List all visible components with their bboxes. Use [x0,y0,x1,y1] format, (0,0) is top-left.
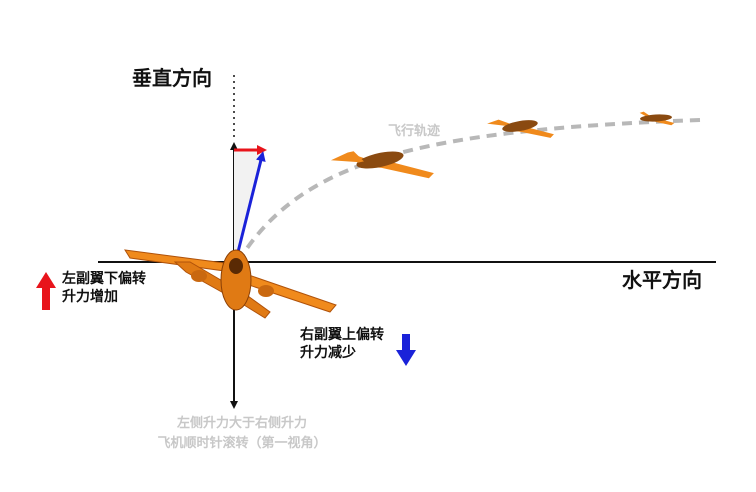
right-wing-line1: 右副翼上偏转 [300,326,384,344]
caption: 左侧升力大于右侧升力 飞机顺时针滚转（第一视角） [122,414,362,454]
vertical-axis-label: 垂直方向 [132,62,212,91]
right-wing-line2: 升力减少 [300,344,384,362]
left-wing-line2: 升力增加 [62,288,146,306]
lift-decrease-arrow [396,334,416,366]
caption-line2: 飞机顺时针滚转（第一视角） [122,434,362,454]
caption-line1: 左侧升力大于右侧升力 [122,414,362,434]
flight-trajectory [238,120,700,262]
main-airplane [125,250,336,318]
horizontal-axis-label: 水平方向 [622,264,702,293]
left-wing-note: 左副翼下偏转 升力增加 [62,270,146,306]
trajectory-airplane-1 [330,136,435,197]
lift-increase-arrow [36,272,56,310]
trajectory-label: 飞行轨迹 [388,120,440,139]
right-wing-note: 右副翼上偏转 升力减少 [300,326,384,362]
left-wing-line1: 左副翼下偏转 [62,270,146,288]
